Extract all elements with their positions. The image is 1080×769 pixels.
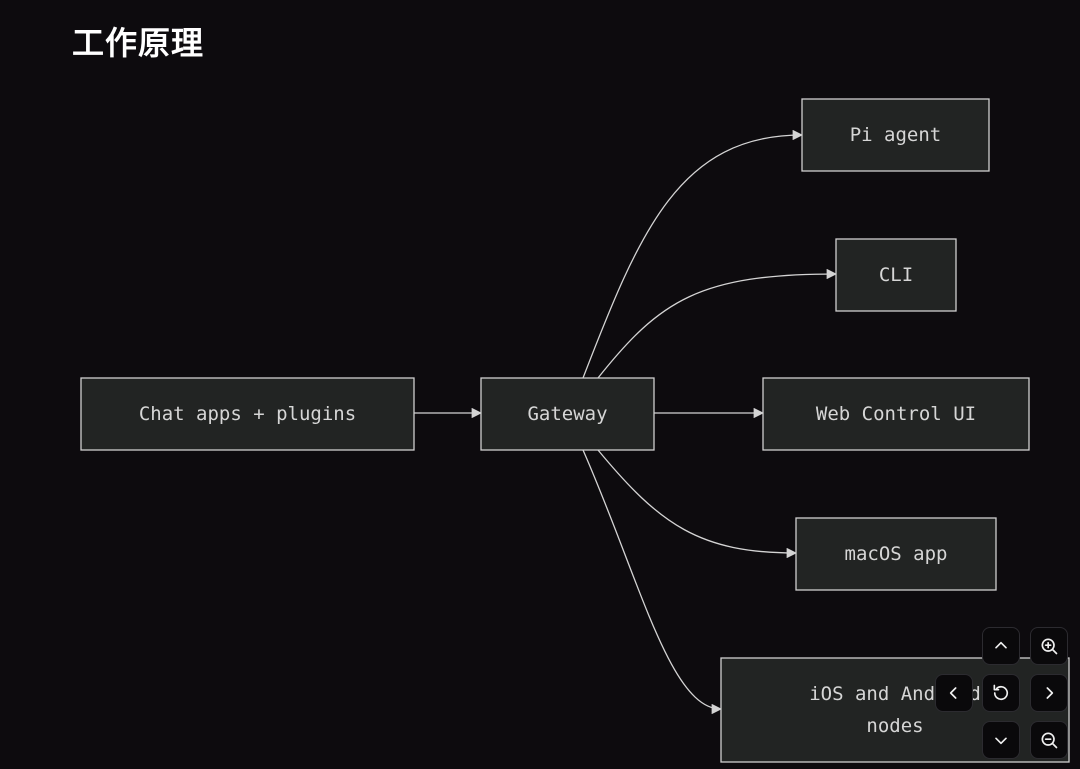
node-label: CLI [879,264,913,286]
edge-gateway-to-mac [597,449,798,559]
node-cli[interactable]: CLI [835,238,957,312]
zoom-out-icon [1041,732,1058,749]
rotate-ccw-icon [993,684,1009,701]
reset-view-button[interactable] [982,674,1020,712]
chevron-left-icon [949,687,957,699]
node-box [801,98,990,172]
node-label: Web Control UI [816,403,976,425]
node-label: macOS app [845,543,948,565]
node-label: Gateway [527,403,607,425]
pan-up-button[interactable] [982,627,1020,665]
node-box [795,517,997,591]
node-label: Chat apps + plugins [139,403,356,425]
chevron-right-icon [1046,687,1054,699]
node-label: nodes [866,715,923,737]
node-gateway[interactable]: Gateway [480,377,655,451]
page-title: 工作原理 [72,24,205,62]
zoom-out-button[interactable] [1030,721,1068,759]
edge-gateway-to-ios [582,449,723,715]
node-chat[interactable]: Chat apps + plugins [80,377,415,451]
edge-gateway-to-cli [597,268,838,379]
zoom-in-icon [1041,638,1058,655]
chevron-down-icon [995,737,1007,745]
pan-right-button[interactable] [1030,674,1068,712]
edge-gateway-to-pi [582,129,804,379]
pan-down-button[interactable] [982,721,1020,759]
node-box [480,377,655,451]
chevron-up-icon [995,641,1007,649]
node-pi[interactable]: Pi agent [801,98,990,172]
node-web[interactable]: Web Control UI [762,377,1030,451]
node-box [835,238,957,312]
node-box [80,377,415,451]
node-label: Pi agent [850,124,942,146]
node-box [762,377,1030,451]
zoom-in-button[interactable] [1030,627,1068,665]
node-mac[interactable]: macOS app [795,517,997,591]
pan-left-button[interactable] [935,674,973,712]
